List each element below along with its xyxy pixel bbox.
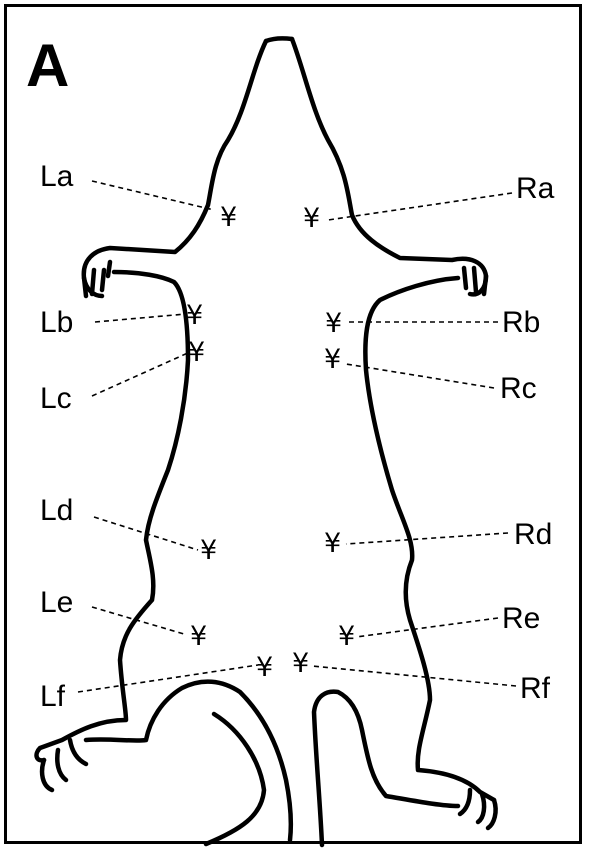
panel-letter: A <box>26 32 69 99</box>
label-Ra: Ra <box>516 172 555 205</box>
leader-Lb <box>95 314 186 322</box>
marker-Re: ¥ <box>338 621 355 652</box>
label-Rf: Rf <box>520 672 551 705</box>
leader-Rd <box>346 533 508 544</box>
leader-Ra <box>328 193 512 220</box>
marker-Lc: ¥ <box>188 337 205 368</box>
site-labels: La Lb Lc Ld Le Lf Ra Rb Rc Rd Re Rf <box>40 160 555 713</box>
label-Re: Re <box>502 602 540 635</box>
label-Ld: Ld <box>40 494 73 527</box>
leader-Re <box>356 618 498 637</box>
marker-Rc: ¥ <box>324 344 341 375</box>
marker-Lf: ¥ <box>256 652 273 683</box>
marker-Ld: ¥ <box>200 535 217 566</box>
marker-Rb: ¥ <box>325 308 342 339</box>
label-Lc: Lc <box>40 382 72 415</box>
leader-La <box>92 181 214 210</box>
label-Rb: Rb <box>502 306 540 339</box>
site-markers: ¥ ¥ ¥ ¥ ¥ ¥ ¥ ¥ ¥ ¥ ¥ ¥ <box>186 202 355 683</box>
label-Lb: Lb <box>40 306 73 339</box>
leader-Rf <box>312 666 516 686</box>
label-Rd: Rd <box>514 518 552 551</box>
marker-Le: ¥ <box>190 621 207 652</box>
label-Lf: Lf <box>40 680 66 713</box>
label-La: La <box>40 160 74 193</box>
marker-Rd: ¥ <box>324 528 341 559</box>
animal-outline <box>37 38 496 845</box>
leader-lines <box>78 181 516 692</box>
marker-Rf: ¥ <box>292 648 309 679</box>
leader-Lc <box>92 352 190 396</box>
marker-La: ¥ <box>220 202 237 233</box>
marker-Ra: ¥ <box>303 203 320 234</box>
leader-Le <box>92 607 184 634</box>
label-Rc: Rc <box>500 372 537 405</box>
marker-Lb: ¥ <box>186 300 203 331</box>
label-Le: Le <box>40 586 73 619</box>
